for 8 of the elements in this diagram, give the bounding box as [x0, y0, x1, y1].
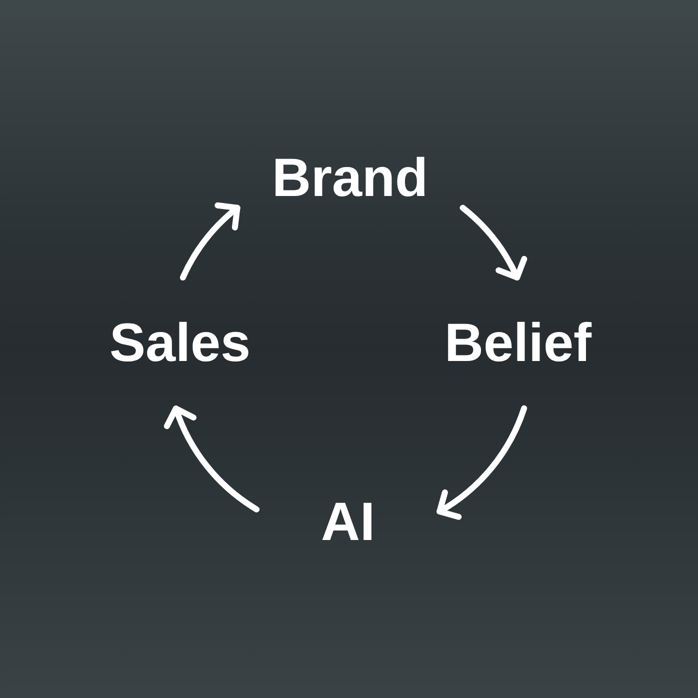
- cycle-arrow: [460, 204, 526, 280]
- stage-label: Belief: [444, 316, 592, 370]
- cycle-arrow: [180, 204, 240, 280]
- cycle-arrow: [436, 405, 528, 519]
- cycle-arrow: [164, 406, 260, 512]
- stage-label: Brand: [272, 151, 428, 205]
- stage-label: Sales: [109, 316, 251, 370]
- stage-label: AI: [321, 495, 375, 549]
